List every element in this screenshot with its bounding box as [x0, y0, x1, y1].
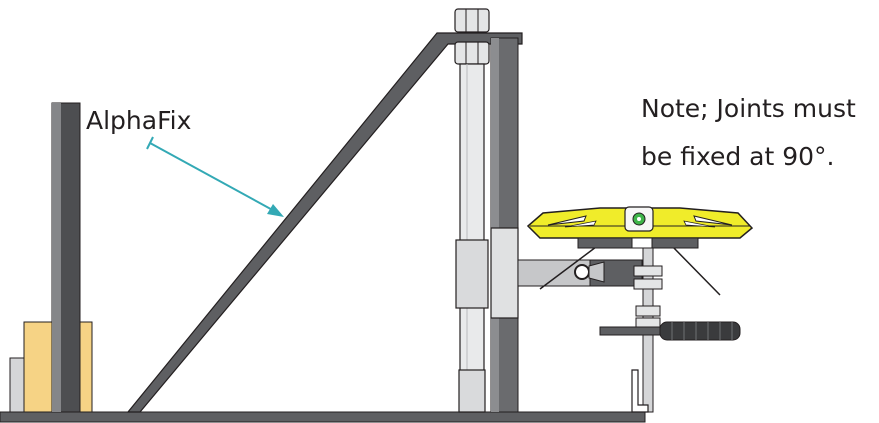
threaded-rod	[459, 63, 485, 413]
left-post-highlight	[52, 103, 61, 412]
left-foot	[9, 357, 25, 413]
main-post-highlight	[491, 38, 499, 412]
nut-upper	[454, 41, 490, 65]
note-line-2: be fixed at 90°.	[641, 142, 835, 171]
note-line-1: Note; Joints must	[641, 94, 856, 123]
bracket-plate	[490, 227, 519, 319]
pointer-line	[149, 142, 279, 214]
rod-clamp	[455, 239, 489, 309]
alphafix-label: AlphaFix	[86, 106, 192, 135]
l-hook	[631, 369, 649, 413]
clamp-bar	[599, 326, 661, 336]
diagonal-brace	[126, 32, 523, 413]
pointer-arrowhead	[267, 204, 284, 217]
nut-top	[454, 8, 490, 33]
wing-knob	[574, 264, 590, 280]
rod-foot-sleeve	[458, 369, 486, 413]
base-plate	[0, 411, 646, 423]
